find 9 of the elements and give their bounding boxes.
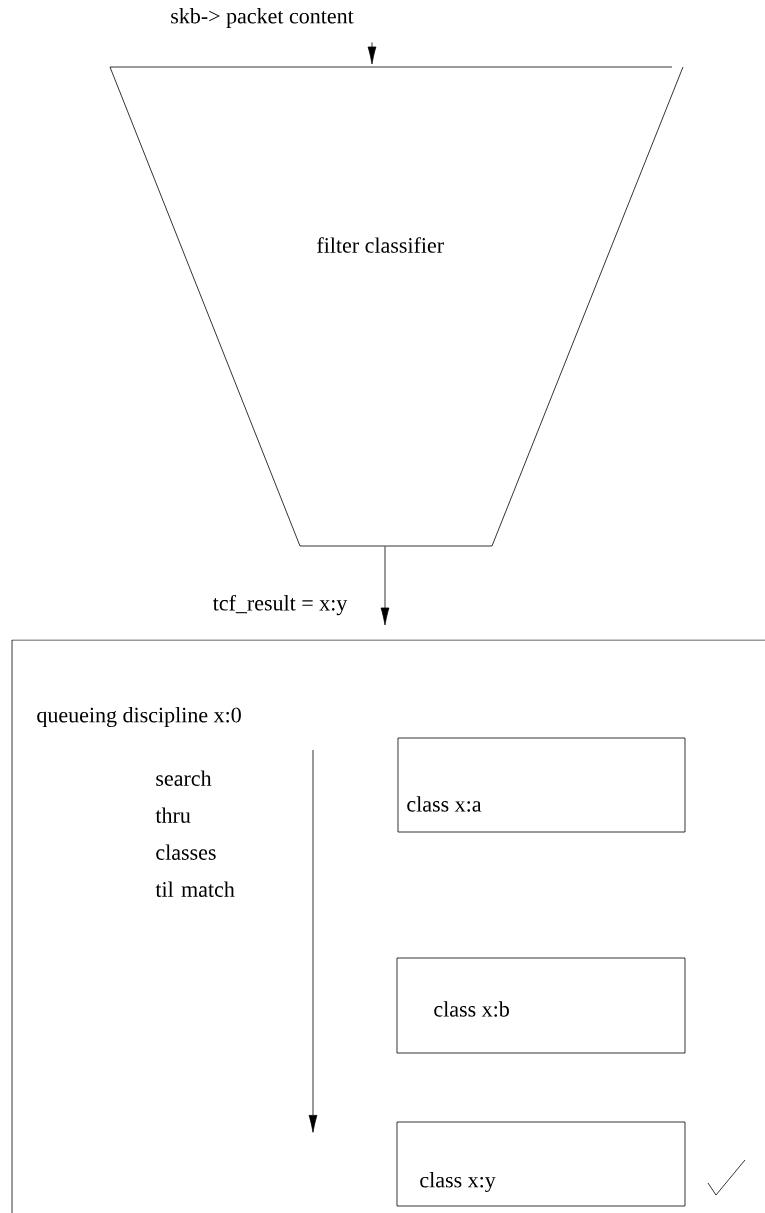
class-box: class x:b [396,957,686,1054]
note-text: search thru classes til match [155,770,235,897]
arrow [367,42,377,65]
edge-label: tcf_result = x:y [211,593,349,617]
text-label: skb-> packet content [171,8,354,28]
class-box: class x:y [396,1121,686,1207]
class-box: class x:a [397,737,686,833]
filter-trapezoid: filter classifier [109,66,684,547]
arrow [380,546,390,626]
